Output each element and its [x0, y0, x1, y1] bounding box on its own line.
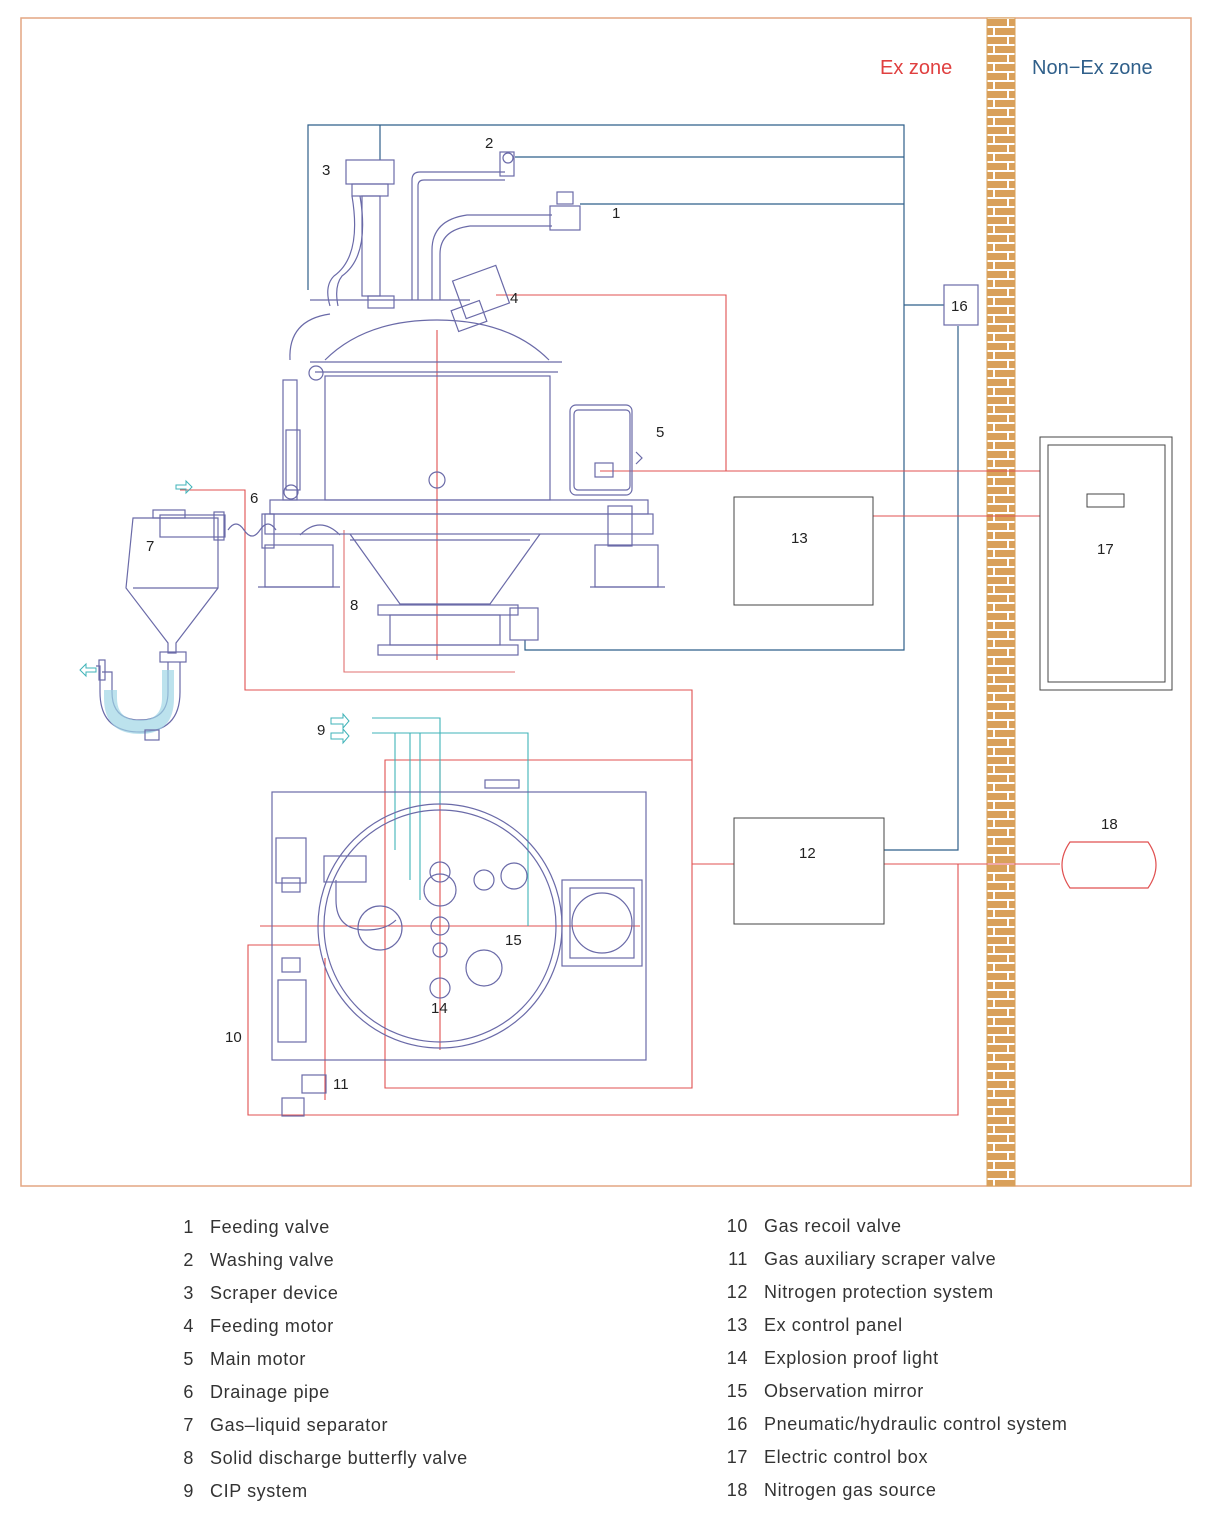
diagram-frame — [20, 17, 1192, 1187]
callout-2: 2 — [485, 135, 493, 152]
callout-13: 13 — [791, 530, 808, 547]
callout-5: 5 — [656, 424, 664, 441]
box-13 — [733, 496, 874, 606]
box-17-inner — [1047, 444, 1166, 683]
ex-zone-label: Ex zone — [880, 57, 952, 79]
non-ex-zone-label: Non−Ex zone — [1032, 57, 1153, 79]
callout-18: 18 — [1101, 816, 1118, 833]
callout-12: 12 — [799, 845, 816, 862]
callout-11: 11 — [333, 1076, 349, 1093]
callout-10: 10 — [225, 1029, 242, 1046]
cip-lines — [79, 479, 529, 926]
box-12 — [733, 817, 885, 925]
callout-17: 17 — [1097, 541, 1114, 558]
callout-9: 9 — [317, 722, 325, 739]
nitrogen-tank — [1061, 841, 1157, 889]
process-diagram: Ex zone Non−Ex zone — [20, 17, 1192, 1187]
centrifuge-plan-view — [271, 779, 647, 1117]
callout-8: 8 — [350, 597, 358, 614]
electric-lines — [180, 294, 1060, 1116]
centrifuge-elevation — [159, 151, 665, 656]
pneumatic-lines — [307, 124, 959, 851]
gas-liquid-separator — [96, 509, 219, 741]
callout-16: 16 — [951, 298, 968, 315]
box-17-display — [1086, 493, 1125, 508]
callout-6: 6 — [250, 490, 258, 507]
box-16 — [943, 284, 979, 326]
callout-4: 4 — [510, 290, 518, 307]
callout-15: 15 — [505, 932, 522, 949]
callout-7: 7 — [146, 538, 154, 555]
callout-1: 1 — [612, 205, 620, 222]
brick-wall — [986, 17, 1016, 1187]
callout-3: 3 — [322, 162, 330, 179]
callout-14: 14 — [431, 1000, 448, 1017]
box-17-outer — [1039, 436, 1173, 691]
